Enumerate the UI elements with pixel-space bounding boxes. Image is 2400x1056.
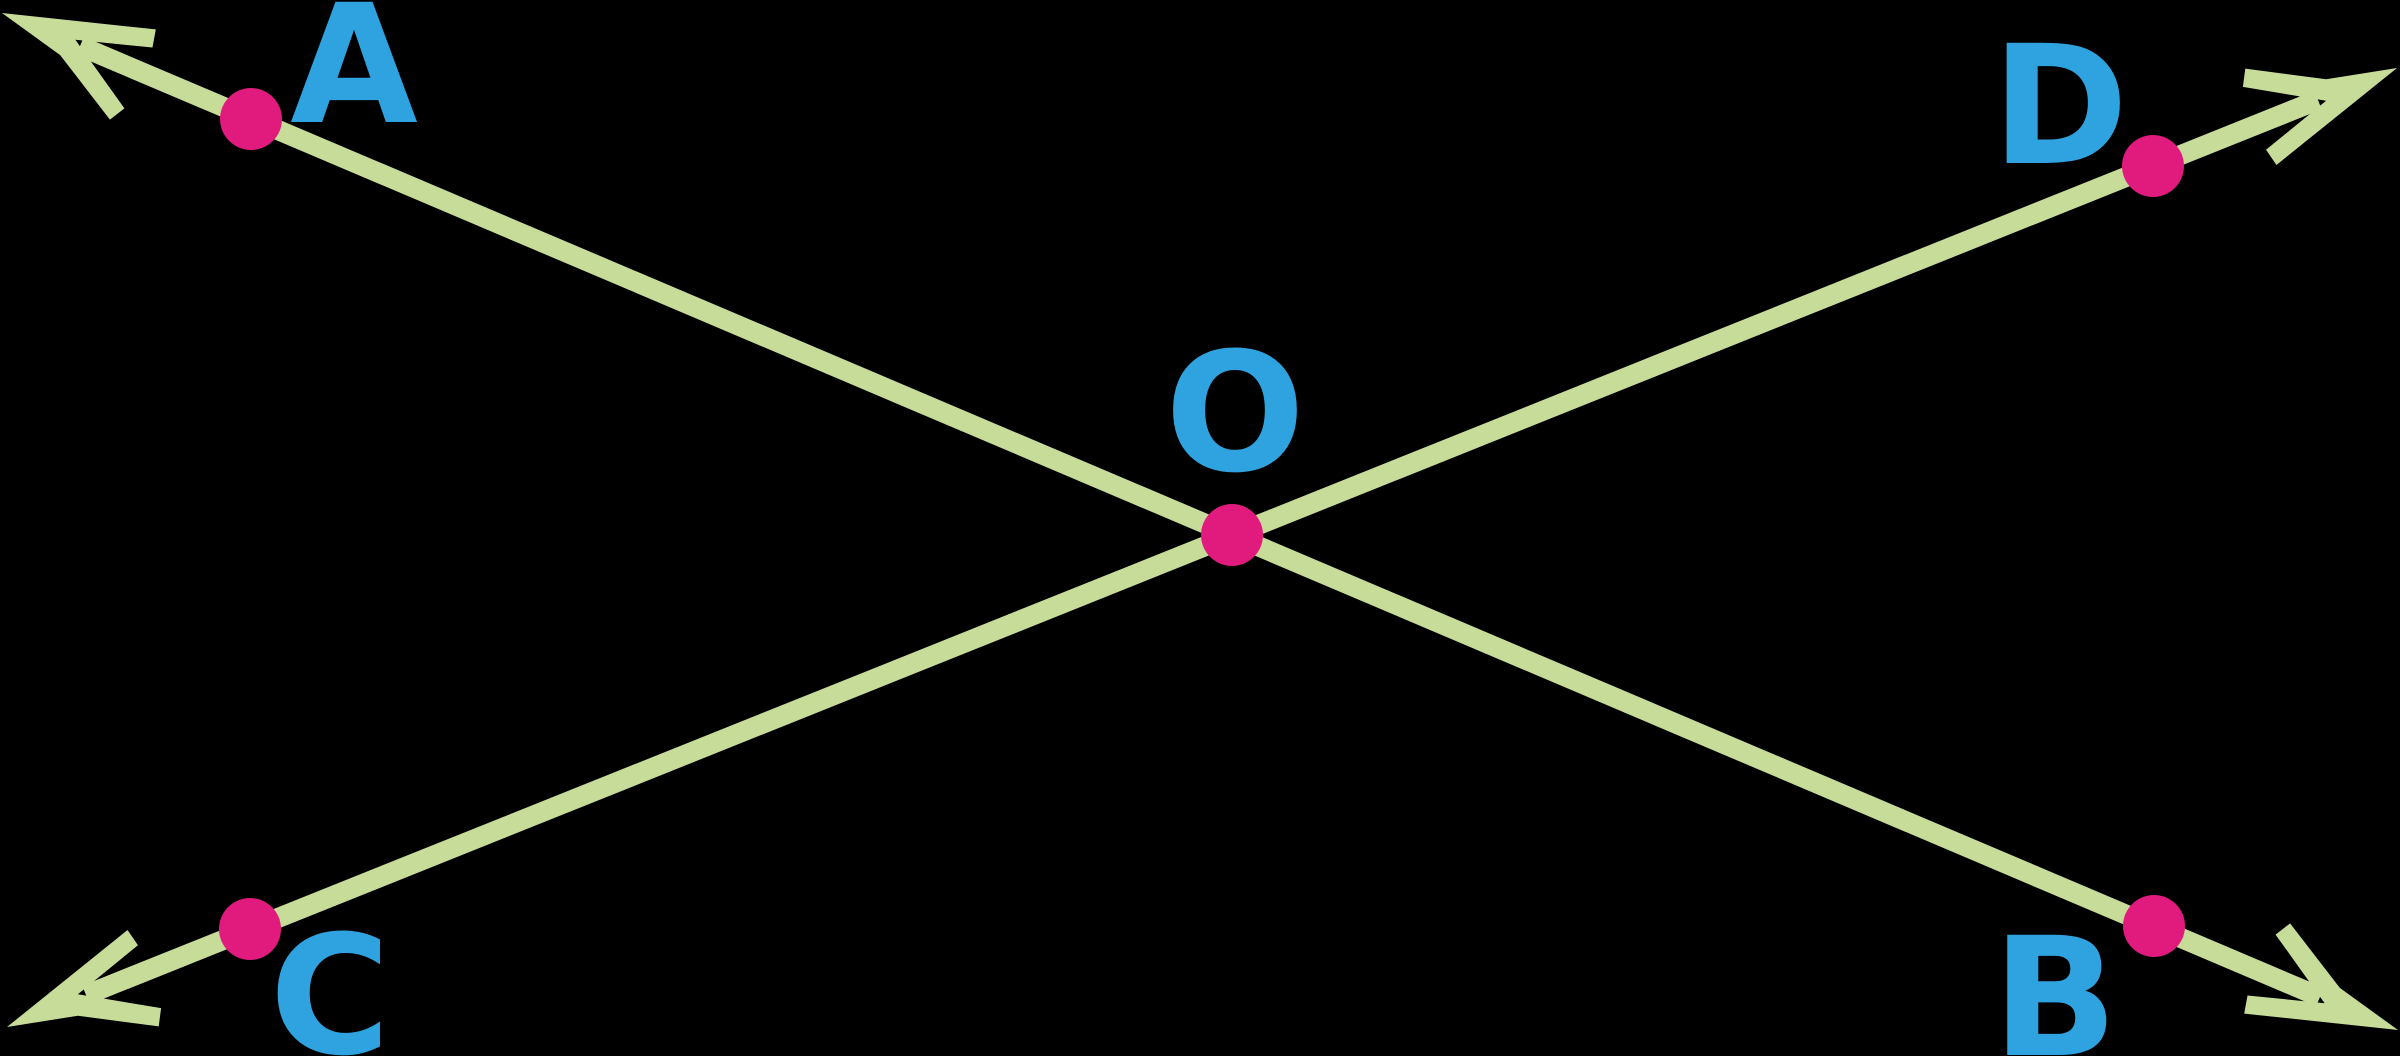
line-cd	[7, 68, 2397, 1027]
intersection-dot-o	[1201, 504, 1263, 566]
arrowhead-c-icon	[7, 930, 162, 1027]
line-ab-shaft	[76, 36, 2324, 1007]
point-label-d: D	[1992, 10, 2129, 202]
point-dot-b	[2123, 895, 2185, 957]
point-dot-a	[220, 88, 282, 150]
point-label-c: C	[269, 900, 390, 1056]
point-dot-c	[219, 898, 281, 960]
arrowhead-a-icon	[2, 13, 156, 120]
point-dot-d	[2122, 135, 2184, 197]
arrowhead-d-icon	[2242, 68, 2397, 165]
point-label-o: O	[1165, 317, 1305, 509]
point-label-b: B	[1992, 902, 2118, 1056]
line-cd-shaft	[82, 90, 2322, 1005]
point-label-a: A	[290, 0, 418, 161]
arrowhead-b-icon	[2244, 923, 2398, 1030]
